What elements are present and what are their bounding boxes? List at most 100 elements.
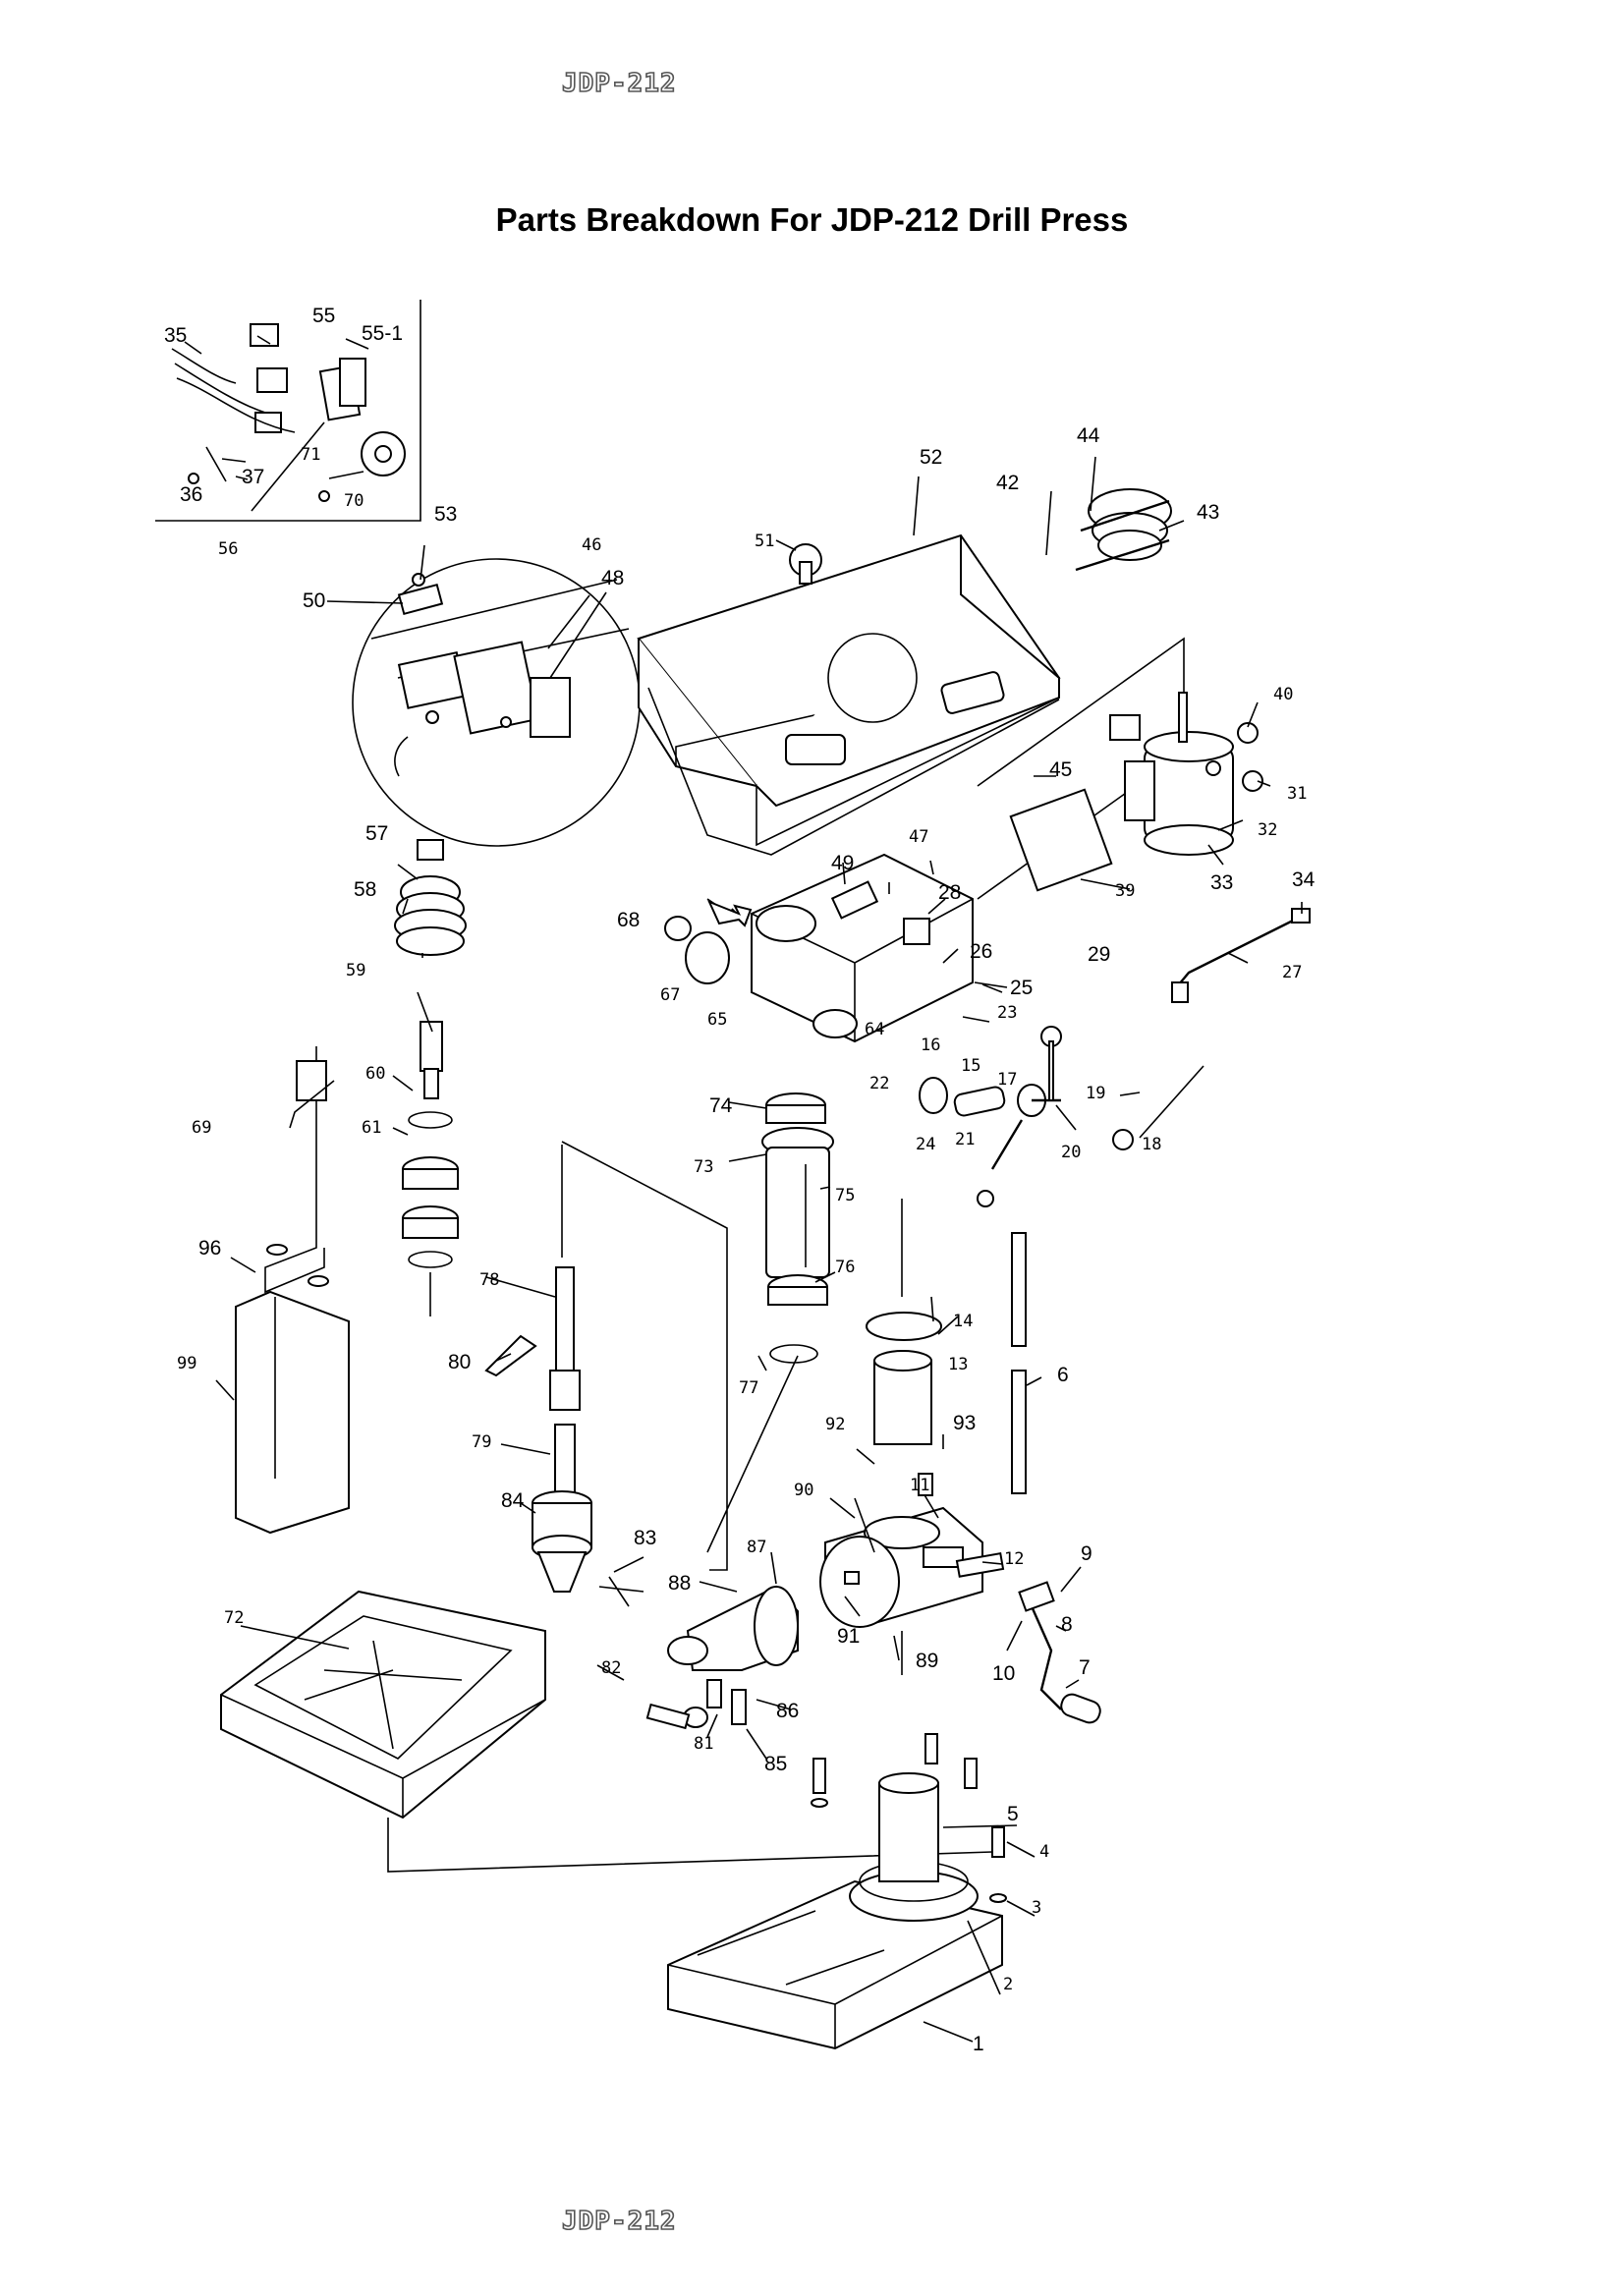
callout-37: 37 bbox=[242, 466, 264, 488]
callout-25: 25 bbox=[1010, 977, 1033, 999]
callout-23: 23 bbox=[997, 1003, 1017, 1023]
callout-13: 13 bbox=[948, 1355, 968, 1374]
callout-17: 17 bbox=[997, 1070, 1017, 1090]
callout-labels: 1 2 3 4 5 6 7 8 9 10 11 12 13 14 15 16 1… bbox=[164, 305, 1316, 2055]
switch-bracket-detail-circle bbox=[352, 558, 641, 847]
callout-32: 32 bbox=[1258, 820, 1277, 840]
callout-12: 12 bbox=[1004, 1549, 1024, 1569]
callout-6: 6 bbox=[1057, 1364, 1069, 1386]
work-table bbox=[220, 1590, 993, 1873]
switch-detail-inset bbox=[155, 300, 421, 522]
callout-50: 50 bbox=[303, 589, 325, 612]
callout-72: 72 bbox=[224, 1608, 244, 1628]
callout-leaders bbox=[184, 335, 1303, 2043]
callout-88: 88 bbox=[668, 1572, 691, 1595]
callout-16: 16 bbox=[921, 1036, 940, 1055]
table-crank-handle bbox=[1018, 1581, 1101, 1724]
callout-67: 67 bbox=[660, 985, 680, 1005]
callout-75: 75 bbox=[835, 1186, 855, 1205]
callout-7: 7 bbox=[1079, 1656, 1091, 1679]
spindle-assembly bbox=[402, 1021, 459, 1316]
callout-10: 10 bbox=[992, 1662, 1015, 1685]
callout-52: 52 bbox=[920, 446, 942, 469]
callout-99: 99 bbox=[177, 1354, 196, 1373]
callout-5: 5 bbox=[1007, 1803, 1019, 1825]
callout-27: 27 bbox=[1282, 963, 1302, 982]
callout-28: 28 bbox=[938, 881, 961, 904]
callout-33: 33 bbox=[1210, 871, 1233, 894]
callout-82: 82 bbox=[601, 1658, 621, 1678]
callout-80: 80 bbox=[448, 1351, 471, 1373]
callout-48: 48 bbox=[601, 567, 624, 589]
callout-29: 29 bbox=[1088, 943, 1110, 966]
spindle-pulley bbox=[394, 839, 467, 958]
callout-87: 87 bbox=[747, 1538, 766, 1557]
callout-56: 56 bbox=[218, 539, 238, 559]
callout-68: 68 bbox=[617, 909, 640, 931]
callout-47: 47 bbox=[909, 827, 928, 847]
callout-64: 64 bbox=[865, 1020, 884, 1039]
callout-4: 4 bbox=[1039, 1842, 1049, 1862]
callout-36: 36 bbox=[180, 483, 202, 506]
callout-22: 22 bbox=[869, 1074, 889, 1093]
callout-45: 45 bbox=[1049, 758, 1072, 781]
rack bbox=[1011, 1232, 1027, 1494]
callout-92: 92 bbox=[825, 1415, 845, 1434]
callout-91: 91 bbox=[837, 1625, 860, 1648]
callout-53: 53 bbox=[434, 503, 457, 526]
callout-21: 21 bbox=[955, 1130, 975, 1149]
drill-chuck bbox=[532, 1490, 644, 1607]
callout-31: 31 bbox=[1287, 784, 1307, 804]
chuck-guard bbox=[235, 1046, 350, 1535]
callout-20: 20 bbox=[1061, 1143, 1081, 1162]
callout-15: 15 bbox=[961, 1056, 980, 1076]
callout-71: 71 bbox=[301, 445, 320, 465]
callout-40: 40 bbox=[1273, 685, 1293, 704]
callout-58: 58 bbox=[354, 878, 376, 901]
callout-59: 59 bbox=[346, 961, 365, 980]
header-model-code: JDP-212 bbox=[561, 68, 677, 99]
footer-model-code: JDP-212 bbox=[561, 2206, 677, 2237]
callout-2: 2 bbox=[1003, 1975, 1013, 1994]
callout-86: 86 bbox=[776, 1700, 799, 1722]
callout-46: 46 bbox=[582, 535, 601, 555]
callout-39: 39 bbox=[1115, 881, 1135, 901]
callout-70: 70 bbox=[344, 491, 364, 511]
page-title: Parts Breakdown For JDP-212 Drill Press bbox=[495, 201, 1129, 238]
callout-14: 14 bbox=[953, 1312, 973, 1331]
callout-74: 74 bbox=[709, 1094, 733, 1117]
table-arm bbox=[645, 1585, 799, 1730]
callout-24: 24 bbox=[916, 1135, 935, 1154]
callout-42: 42 bbox=[996, 472, 1019, 494]
callout-43: 43 bbox=[1197, 501, 1219, 524]
callout-57: 57 bbox=[365, 822, 388, 845]
callout-49: 49 bbox=[831, 852, 854, 874]
callout-85: 85 bbox=[764, 1753, 787, 1775]
belt-guard-cover bbox=[637, 533, 1061, 856]
callout-79: 79 bbox=[472, 1432, 491, 1452]
callout-78: 78 bbox=[479, 1270, 499, 1290]
base bbox=[667, 1772, 1003, 2050]
motor-pulley bbox=[1075, 488, 1172, 572]
callout-89: 89 bbox=[916, 1650, 938, 1672]
callout-51: 51 bbox=[755, 532, 774, 551]
callout-81: 81 bbox=[694, 1734, 713, 1754]
callout-84: 84 bbox=[501, 1489, 525, 1512]
callout-3: 3 bbox=[1032, 1898, 1041, 1918]
spindle-shaft bbox=[484, 1145, 581, 1494]
callout-77: 77 bbox=[739, 1378, 758, 1398]
callout-96: 96 bbox=[198, 1237, 221, 1260]
callout-55-1: 55-1 bbox=[362, 322, 403, 345]
callout-35: 35 bbox=[164, 324, 187, 347]
callout-69: 69 bbox=[192, 1118, 211, 1138]
head-casting bbox=[664, 853, 974, 1043]
power-cord bbox=[1171, 908, 1311, 1003]
callout-76: 76 bbox=[835, 1258, 855, 1277]
callout-11: 11 bbox=[910, 1476, 929, 1495]
callout-73: 73 bbox=[694, 1157, 713, 1177]
quill-assembly bbox=[561, 1092, 834, 1571]
callout-65: 65 bbox=[707, 1010, 727, 1030]
callout-55: 55 bbox=[312, 305, 335, 327]
callout-34: 34 bbox=[1292, 868, 1316, 891]
